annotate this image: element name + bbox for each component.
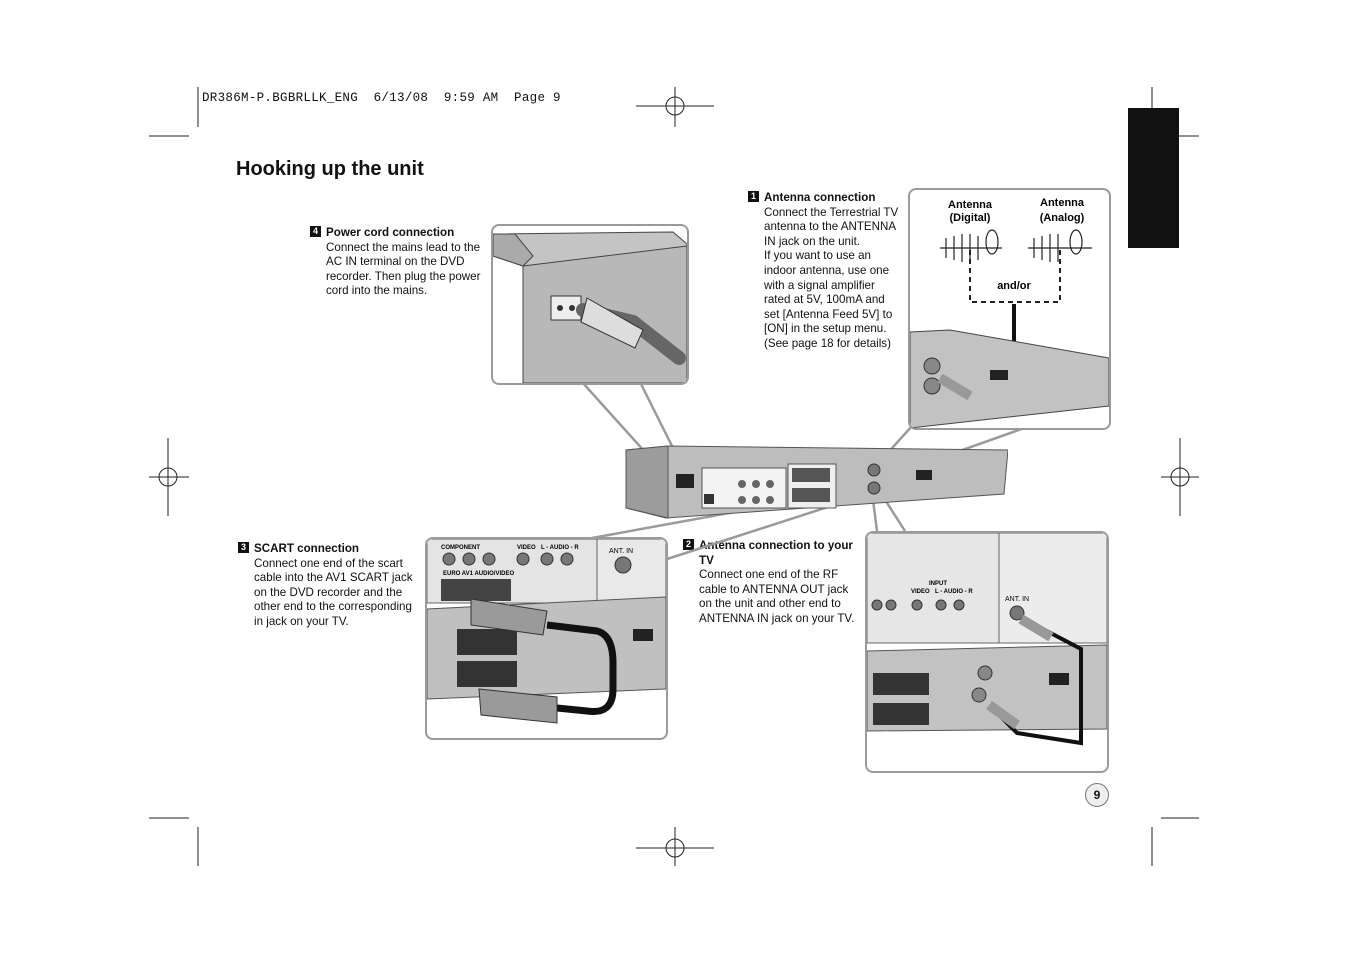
input-label: INPUT: [929, 581, 947, 587]
step-heading: Power cord connection: [326, 226, 455, 239]
antenna-panel: Antenna (Digital) Antenna (Analog) and/o…: [908, 188, 1111, 430]
step-body: Connect one end of the RF cable to ANTEN…: [699, 568, 855, 625]
euro-av1-label: EURO AV1 AUDIO/VIDEO: [443, 571, 514, 577]
step-heading: Antenna connection: [764, 191, 876, 204]
page-title: Hooking up the unit: [236, 158, 424, 180]
scart-jack: [792, 468, 830, 482]
step-antenna-block: 1 Antenna connection Connect the Terrest…: [748, 191, 900, 352]
step-number: 2: [683, 539, 694, 550]
scart-jack: [792, 488, 830, 502]
svg-text:(Analog): (Analog): [1040, 212, 1085, 224]
step-body: Connect the mains lead to the AC IN term…: [326, 240, 481, 298]
component-label: COMPONENT: [441, 545, 480, 551]
step-power-block: 4 Power cord connection Connect the main…: [310, 226, 485, 299]
antenna-out-jack: [867, 481, 881, 495]
and-or-label: and/or: [997, 280, 1031, 292]
ant-in-label: ANT. IN: [609, 548, 633, 555]
video-label: VIDEO: [517, 545, 536, 551]
step-heading: Antenna connection to your TV: [699, 539, 853, 567]
scart-panel: COMPONENT VIDEO L - AUDIO - R ANT. IN EU…: [425, 537, 668, 740]
step-number: 4: [310, 226, 321, 237]
step-body: Connect the Terrestrial TV antenna to th…: [764, 205, 899, 248]
language-tab: [1128, 108, 1179, 248]
recorder-scart-av1: [457, 629, 517, 655]
step-scart-block: 3 SCART connection Connect one end of th…: [238, 542, 416, 630]
step-heading: SCART connection: [254, 542, 359, 555]
svg-text:(Digital): (Digital): [950, 212, 991, 224]
step-body: Connect one end of the scart cable into …: [254, 556, 413, 628]
ant-in-label: ANT. IN: [1005, 596, 1029, 603]
step-number: 1: [748, 191, 759, 202]
hdmi-jack: [916, 470, 932, 480]
audio-label: L - AUDIO - R: [935, 589, 973, 595]
recorder-scart-av2: [457, 661, 517, 687]
antenna-digital-icon: [940, 229, 1002, 262]
antenna-analog-icon: [1028, 229, 1092, 262]
page-number: 9: [1085, 783, 1109, 807]
video-label: VIDEO: [911, 589, 930, 595]
dvd-recorder-rear: [625, 445, 1008, 519]
audio-label: L - AUDIO - R: [541, 545, 579, 551]
power-cord-panel: [491, 224, 689, 385]
step-antenna-tv-block: 2 Antenna connection to your TV Connect …: [683, 539, 859, 627]
step-number: 3: [238, 542, 249, 553]
tv-scart-jack: [441, 579, 511, 601]
antenna-digital-label: Antenna: [948, 199, 993, 211]
print-header: DR386M-P.BGBRLLK_ENG 6/13/08 9:59 AM Pag…: [202, 91, 561, 105]
antenna-in-jack: [867, 463, 881, 477]
step-body-2: If you want to use an indoor antenna, us…: [764, 249, 893, 350]
antenna-analog-label: Antenna: [1040, 197, 1085, 209]
ac-in-socket: [676, 474, 694, 488]
tv-antenna-panel: INPUT VIDEO L - AUDIO - R ANT. IN: [865, 531, 1109, 773]
